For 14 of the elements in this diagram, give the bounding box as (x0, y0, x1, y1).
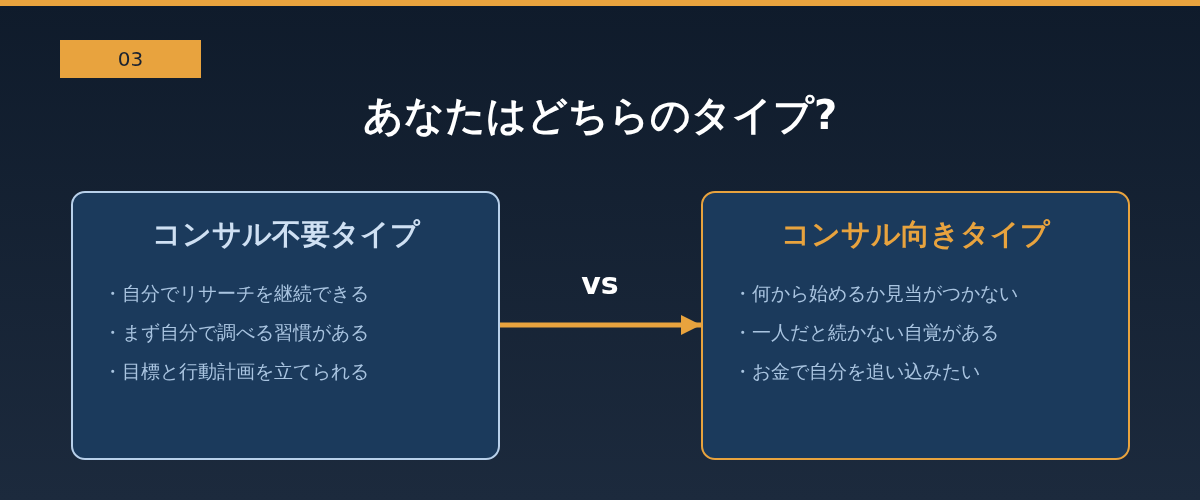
card-heading: コンサル不要タイプ (150, 216, 422, 253)
arrow (500, 315, 701, 335)
title: あなたはどちらのタイプ? (361, 91, 839, 140)
bullet-item: ・まず自分で調べる習慣がある (103, 320, 369, 345)
bullet-item: ・目標と行動計画を立てられる (103, 359, 369, 384)
bullet-item: ・何から始めるか見当がつかない (733, 281, 1018, 306)
type-card (701, 191, 1130, 460)
edge-label: vs (580, 266, 620, 301)
section-number-badge: 03 (60, 40, 201, 78)
card-heading: コンサル向きタイプ (780, 216, 1052, 253)
bullet-item: ・自分でリサーチを継続できる (103, 281, 369, 306)
type-card (71, 191, 500, 460)
bullet-item: ・一人だと続かない自覚がある (733, 320, 999, 345)
bullet-item: ・お金で自分を追い込みたい (733, 359, 980, 384)
